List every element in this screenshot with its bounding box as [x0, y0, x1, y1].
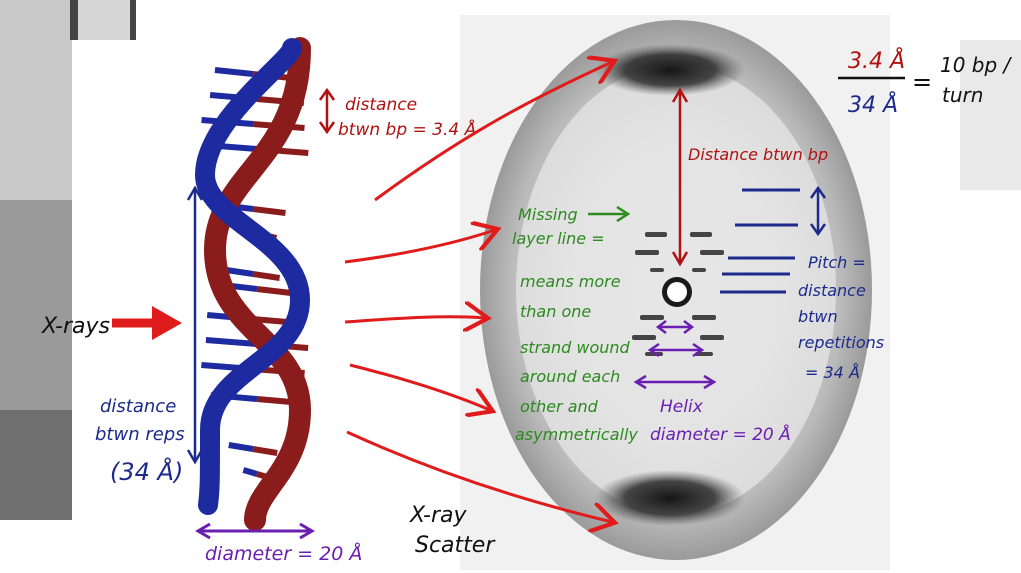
fraction-numerator: 3.4 Å	[848, 47, 905, 74]
xrays-label: X-rays	[41, 314, 110, 339]
helix-diameter-label-2: diameter = 20 Å	[650, 423, 791, 445]
base-pair-half	[253, 274, 280, 278]
svg-text:layer line =: layer line =	[512, 229, 605, 248]
svg-text:= 34 Å: = 34 Å	[805, 363, 860, 382]
svg-text:repetitions: repetitions	[798, 333, 884, 352]
diameter-label: diameter = 20 Å	[205, 542, 362, 565]
distance-reps-label-2: btwn reps	[95, 424, 185, 445]
base-pair-half	[243, 470, 257, 474]
svg-text:strand wound: strand wound	[520, 338, 631, 357]
fraction-result-1: 10 bp /	[940, 53, 1013, 77]
distance-reps-label-3: (34 Å)	[110, 457, 183, 486]
svg-text:other and: other and	[520, 397, 599, 416]
svg-text:than one: than one	[520, 302, 591, 321]
svg-text:asymmetrically: asymmetrically	[515, 425, 638, 444]
fraction-result-2: turn	[942, 83, 983, 107]
helix-diameter-label-1: Helix	[660, 397, 704, 417]
svg-text:btwn: btwn	[798, 307, 838, 326]
distance-btwn-bp-label: Distance btwn bp	[688, 145, 828, 164]
base-pair-half	[226, 270, 253, 274]
base-pair-half	[215, 70, 253, 74]
svg-text:Missing: Missing	[518, 205, 578, 224]
svg-text:means more: means more	[520, 272, 621, 291]
distance-bp-label-1: distance	[345, 95, 417, 115]
svg-text:Pitch =: Pitch =	[808, 253, 866, 272]
distance-reps-label-1: distance	[100, 396, 176, 417]
base-pair-half	[253, 209, 285, 213]
base-pair-half	[229, 445, 253, 449]
base-pair-half	[257, 289, 291, 293]
distance-bp-label-2: btwn bp = 3.4 Å	[338, 118, 476, 140]
svg-text:around each: around each	[520, 367, 620, 386]
xray-scatter-label-1: X-ray	[409, 503, 468, 528]
xray-scatter-label-2: Scatter	[415, 533, 496, 558]
fraction-equals: =	[912, 68, 932, 96]
svg-text:distance: distance	[798, 281, 866, 300]
fraction-denominator: 34 Å	[848, 91, 898, 118]
base-pair-half	[253, 449, 277, 453]
